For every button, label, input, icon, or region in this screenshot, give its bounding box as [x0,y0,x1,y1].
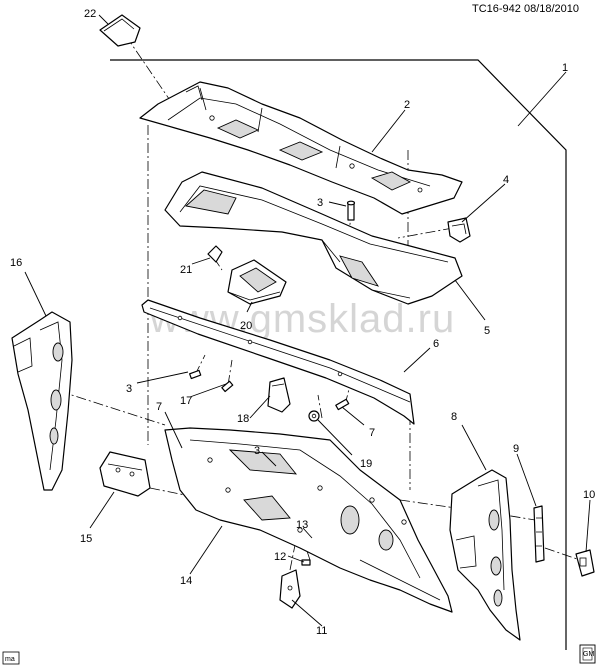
callout-3: 3 [254,445,260,457]
part-14-dash-panel [164,427,453,613]
callout-13: 13 [296,519,308,531]
callout-11: 11 [316,625,327,637]
callout-8: 8 [451,411,457,423]
callout-3: 3 [126,383,132,395]
part-4-bracket [447,217,471,243]
callout-20: 20 [240,320,252,332]
callout-7: 7 [369,427,375,439]
part-6-dash-bar [141,299,415,425]
callout-12: 12 [274,551,286,563]
part-9-strip [533,505,545,563]
part-8-right-panel [449,469,521,641]
part-10-clip [575,549,595,577]
part-20-filter-housing [227,259,287,305]
callout-21: 21 [180,264,192,276]
drawing-id-date: TC16-942 08/18/2010 [472,3,579,15]
part-22-cap [99,14,141,47]
callout-1: 1 [562,62,568,74]
callout-18: 18 [237,413,249,425]
callout-16: 16 [10,257,22,269]
corner-tag: ma [2,651,20,665]
callout-2: 2 [404,99,410,111]
callout-10: 10 [583,489,595,501]
part-18-bracket [267,377,291,413]
callout-6: 6 [433,338,439,350]
callout-5: 5 [484,325,490,337]
gm-logo-icon: GM [579,644,596,664]
callout-14: 14 [180,575,192,587]
callout-9: 9 [513,443,519,455]
callout-22: 22 [84,8,96,20]
part-21-clip [207,245,223,263]
gm-logo-text: GM [583,651,594,658]
corner-tag-text: ma [5,656,15,663]
part-3-stud-upper [346,200,356,221]
callout-4: 4 [503,174,509,186]
part-2-cowl-vent-panel [139,81,463,215]
callout-7: 7 [156,401,162,413]
callout-3: 3 [317,197,323,209]
part-19-nut [308,410,320,422]
part-5-plenum-tray [164,171,463,305]
part-11-bracket [279,569,301,609]
leader-lines [24,14,591,627]
callout-15: 15 [80,533,92,545]
callout-19: 19 [360,458,372,470]
assembly-bracket-frame [110,59,567,650]
part-16-left-panel [11,311,73,491]
part-15-plate [99,451,151,497]
callout-17: 17 [180,395,192,407]
